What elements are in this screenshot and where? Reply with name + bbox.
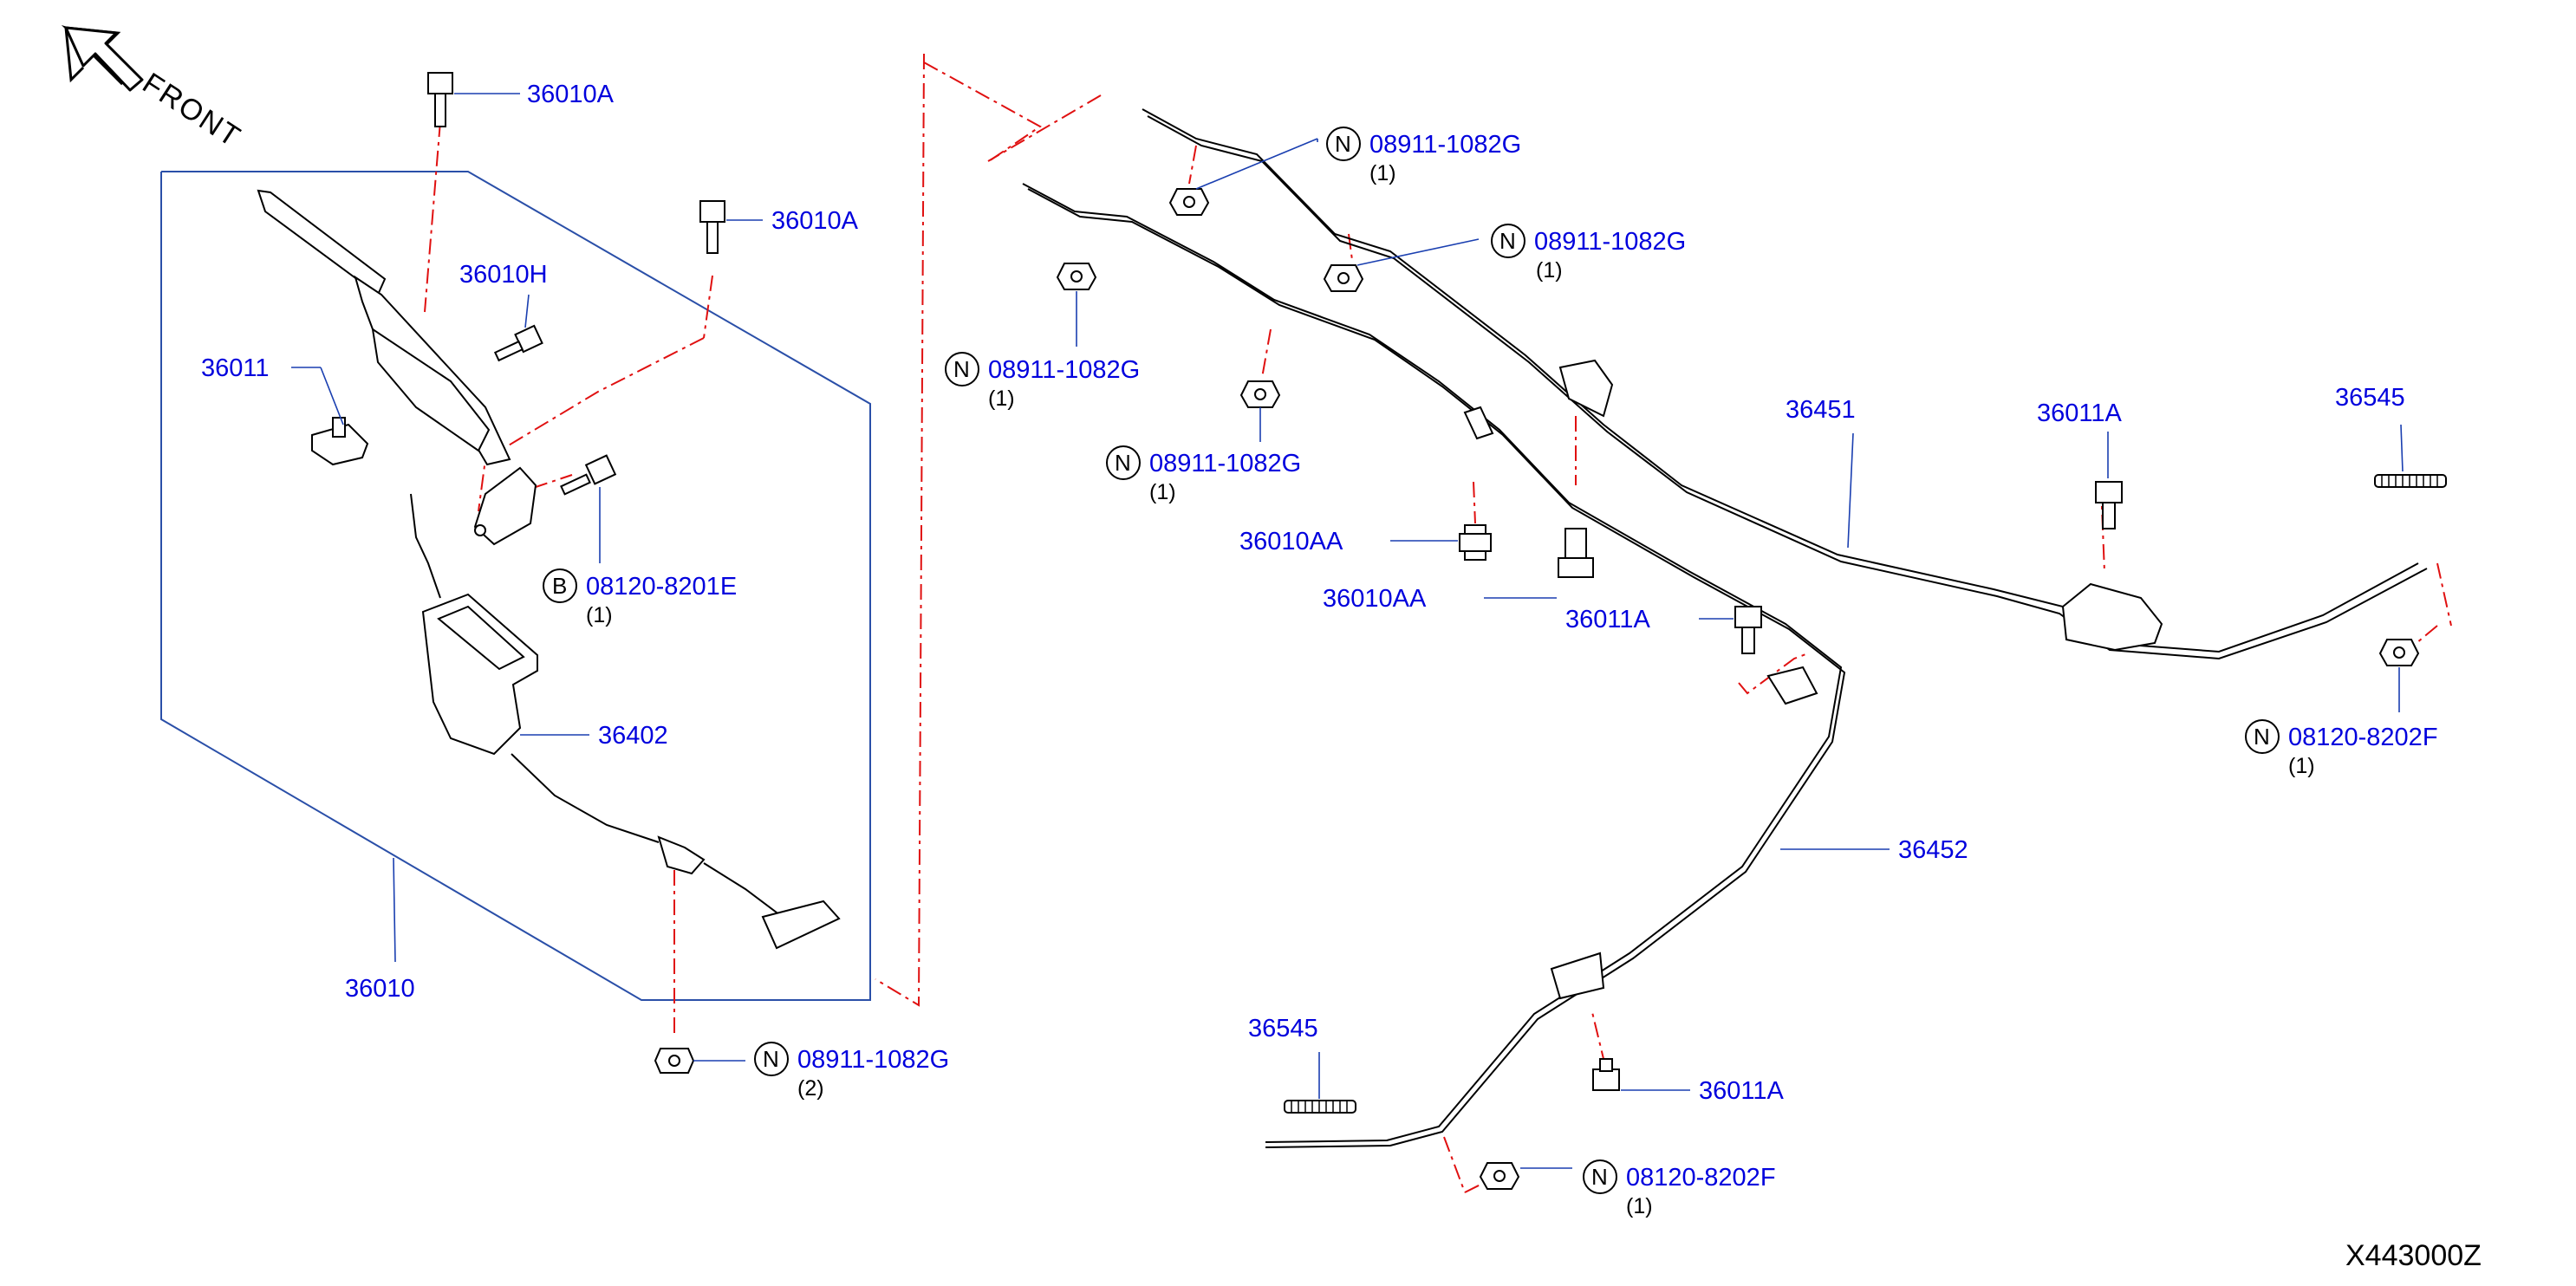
bolt-08120-8201e [560,454,617,496]
part-label-36010a-top: 36010A [527,81,615,108]
prefix-circle-b [543,568,577,603]
fastener-qty: (1) [1369,161,1396,185]
prefix-circle-n [1326,127,1361,161]
rear-cable-36451 [1142,108,2428,660]
nut-08120-8202f-a [2378,639,2420,666]
nut-08911-1082g-b [1323,264,1364,292]
boot-36402 [410,493,841,950]
fastener-qty: (1) [586,603,613,627]
prefix-circle-n [1583,1159,1617,1194]
part-label-36010: 36010 [345,975,415,1003]
nut-08911-1082g-d [1239,380,1281,408]
install-line [1590,1008,1606,1067]
part-label-36011a-lower: 36011A [1699,1077,1784,1105]
switch-36011 [311,417,369,466]
nut-08911-1082g-c [1056,263,1097,290]
front-label: FRONT [137,67,247,154]
prefix-circle-n [754,1042,789,1076]
part-label-36011a-middle: 36011A [1565,606,1650,633]
part-label-36010h: 36010H [459,261,548,289]
prefix-circle-n [1491,224,1525,258]
install-line [2416,625,2438,644]
part-label-36545-left: 36545 [1248,1015,1318,1042]
install-line [875,53,925,1007]
assembly-boundary-36010 [160,171,871,1001]
prefix-letter-n: N [1499,228,1516,254]
fastener-qty: (1) [1626,1194,1653,1218]
fastener-label-08120-8202f: 08120-8202F [1626,1164,1776,1192]
part-label-36452: 36452 [1898,836,1968,864]
nut-08120-8202f-b [1479,1162,1520,1190]
install-line [703,275,713,339]
fastener-label-08911-1082g: 08911-1082G [797,1046,949,1074]
install-line [1464,1178,1493,1193]
part-label-36010aa-2: 36010AA [1323,585,1427,613]
fastener-label-08120-8201e: 08120-8201E [586,573,737,601]
part-label-36010a-right: 36010A [771,207,859,235]
fastener-qty: (1) [1149,480,1176,504]
bolt-36010aa-2 [1558,528,1594,578]
install-line [1443,1136,1466,1193]
bolt-36010aa-1 [1459,524,1492,561]
prefix-letter-n: N [763,1046,779,1072]
fastener-qty: (2) [797,1076,824,1101]
fastener-label-08120-8202f: 08120-8202F [2288,724,2438,751]
fastener-qty: (1) [988,386,1015,411]
install-line [1473,481,1476,524]
install-line [923,62,1042,164]
bolt-36011a-2 [1734,606,1762,654]
prefix-letter-n: N [2254,724,2270,750]
bolt-36011a-1 [2095,481,2123,529]
rear-cable-36452 [1022,183,1846,1148]
prefix-letter-b: B [552,573,567,599]
fastener-qty: (1) [2288,754,2315,778]
bolt-36010a-2 [699,200,725,254]
part-label-36010aa-1: 36010AA [1239,528,1343,555]
bolt-36010a-1 [427,72,453,127]
nut-08911-1082g-a [1168,188,1210,216]
prefix-circle-n [945,352,979,386]
fastener-label-08911-1082g: 08911-1082G [1369,131,1521,159]
install-line [424,120,441,313]
prefix-circle-n [1106,445,1141,480]
prefix-letter-n: N [1591,1164,1608,1190]
spring-36545-right [2374,474,2447,488]
install-line [1261,328,1272,379]
fastener-label-08911-1082g: 08911-1082G [988,356,1140,384]
part-label-36011: 36011 [201,354,270,382]
part-label-36451: 36451 [1786,396,1856,424]
nut-08911-1082g-lower [654,1048,695,1074]
install-line [478,337,705,512]
leader-lines [291,93,2404,1169]
spring-36545-left [1284,1100,1356,1114]
front-arrow-icon [61,24,144,92]
fastener-qty: (1) [1536,258,1563,283]
install-line [987,94,1102,162]
bolt-36011a-3 [1592,1058,1620,1091]
part-label-36545-right: 36545 [2335,384,2405,412]
prefix-letter-n: N [953,356,970,382]
bolt-36010h [493,324,543,362]
install-line [1188,145,1197,185]
part-label-36011a-upper: 36011A [2037,399,2122,427]
fastener-label-08911-1082g: 08911-1082G [1149,450,1301,477]
prefix-circle-n [2245,719,2280,754]
parking-brake-lever [257,189,537,546]
part-label-36402: 36402 [598,722,668,750]
fastener-label-08911-1082g: 08911-1082G [1534,228,1686,256]
drawing-code: X443000Z [2345,1239,2482,1272]
install-line [2436,562,2452,627]
prefix-letter-n: N [1115,450,1131,476]
prefix-letter-n: N [1335,131,1351,157]
